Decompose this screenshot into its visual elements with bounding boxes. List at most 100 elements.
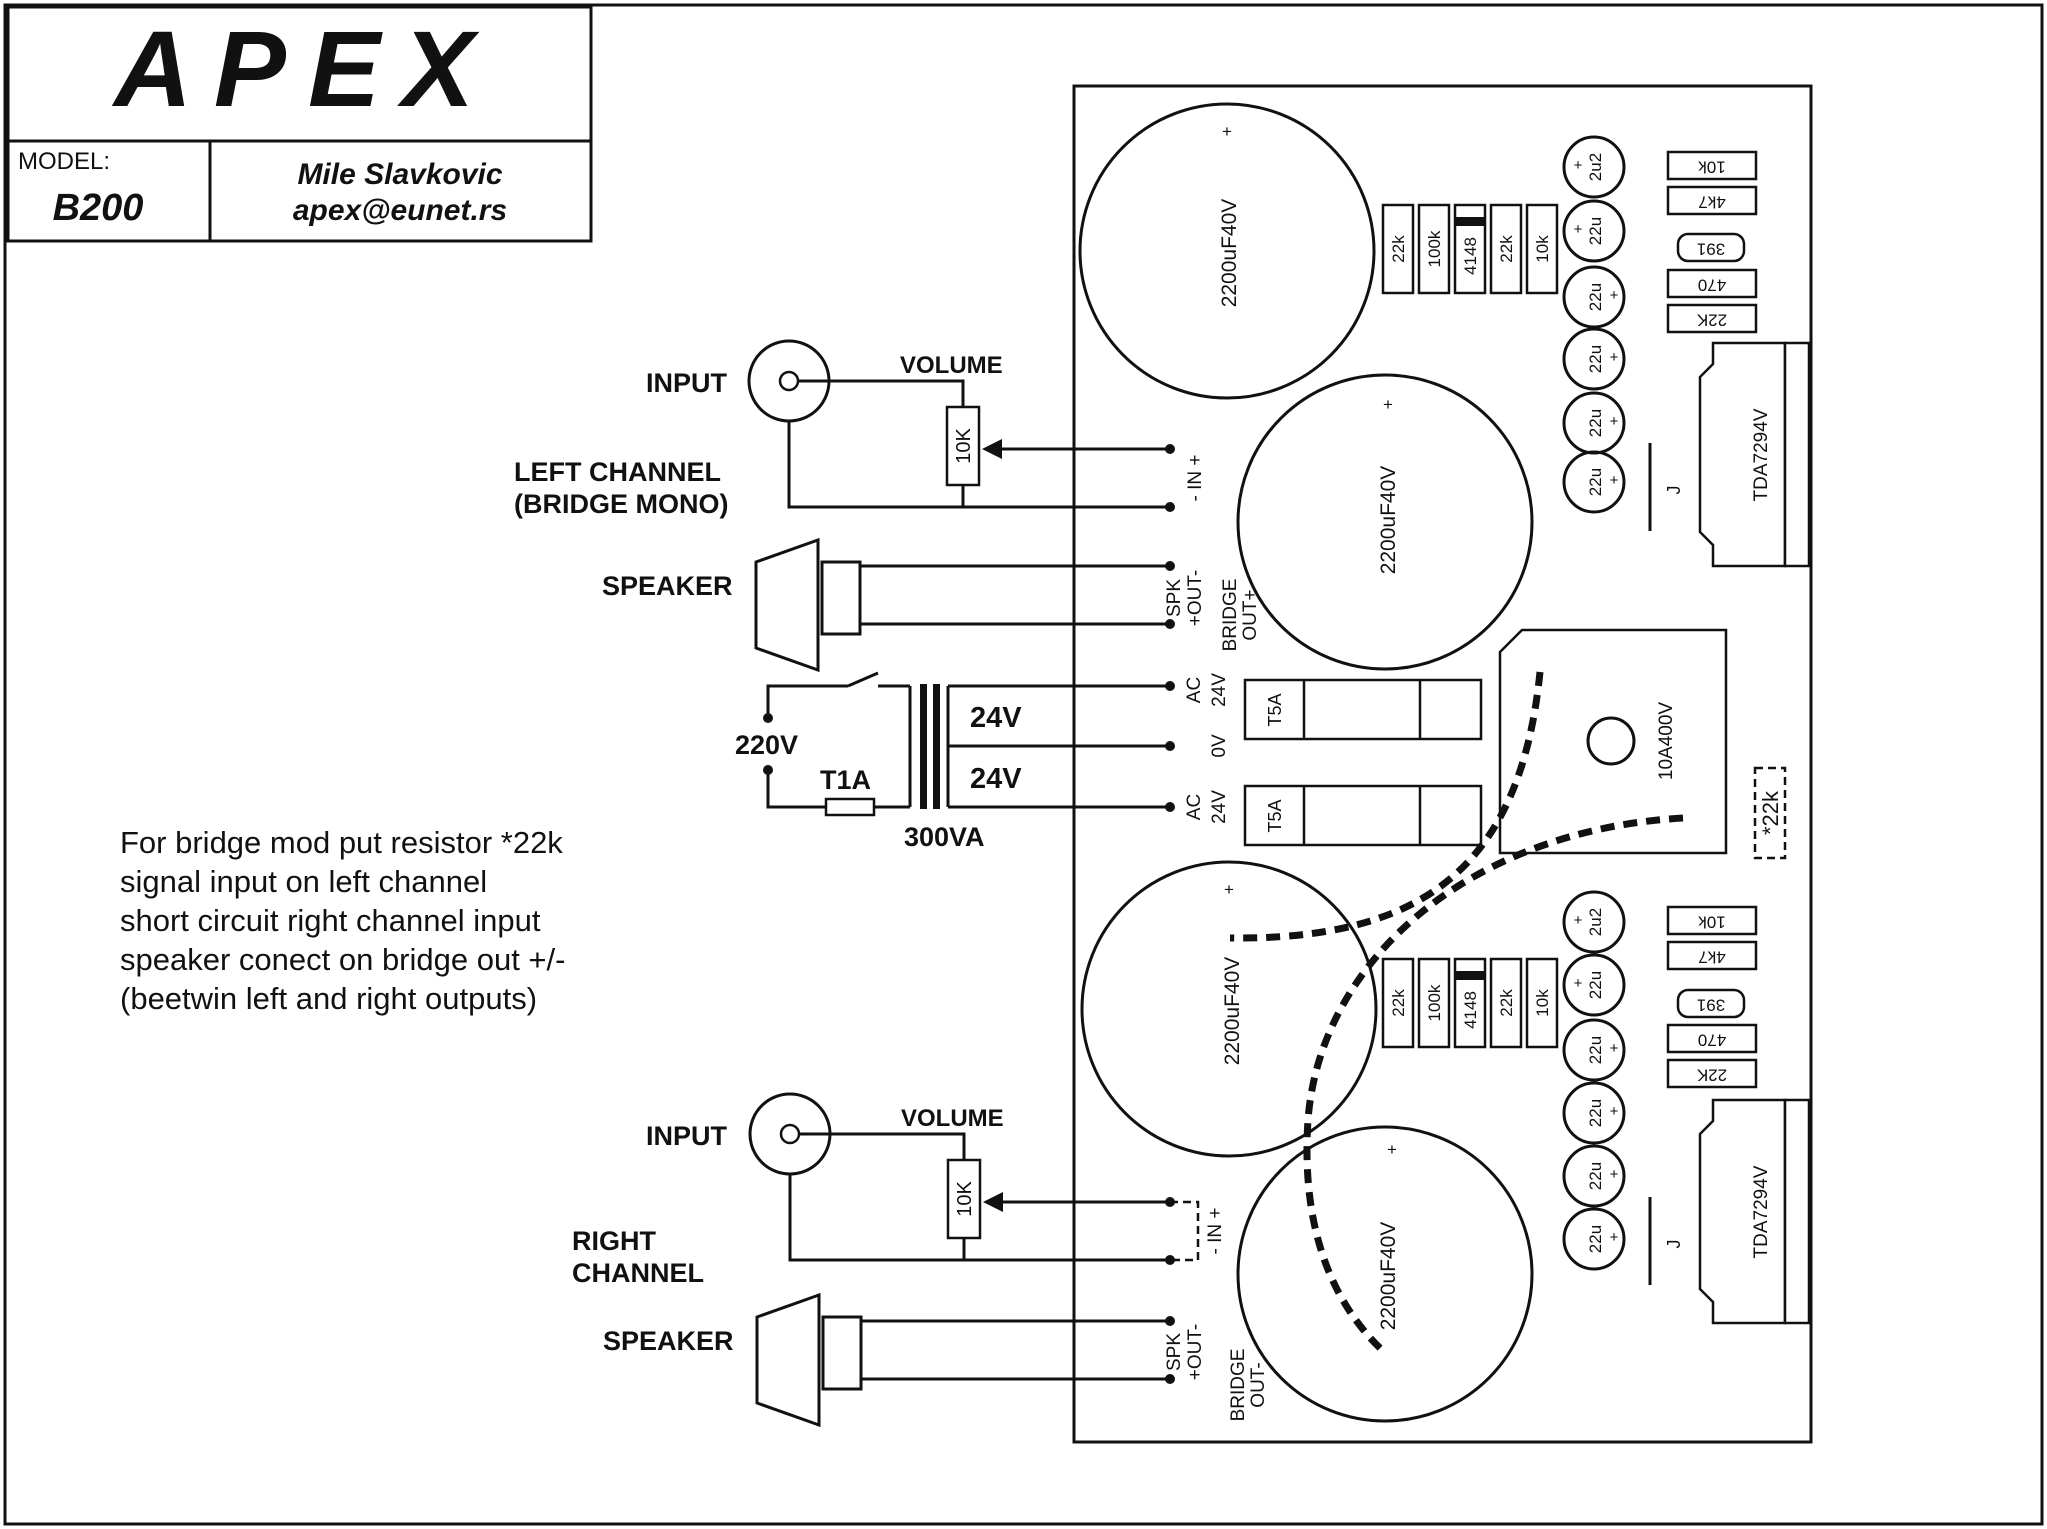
- model-value: B200: [53, 187, 144, 229]
- resistor-label: 10k: [1533, 235, 1552, 263]
- filter-capacitor: [1080, 860, 1378, 1158]
- spk-label: SPK: [1164, 579, 1185, 617]
- capacitor-label: 22u: [1586, 1225, 1605, 1253]
- capacitor-label: 2u2: [1586, 153, 1605, 181]
- jumper-label: J: [1664, 1240, 1684, 1249]
- filter-capacitor: [1236, 373, 1534, 671]
- capacitor-polarity: +: [1574, 157, 1583, 174]
- resistor-label: 4k7: [1698, 948, 1725, 967]
- capacitor-polarity: +: [1610, 1166, 1619, 1183]
- resistor-label: 100k: [1425, 984, 1444, 1021]
- capacitor-label: 2200uF40V: [1218, 199, 1241, 308]
- capacitor-polarity: +: [1610, 349, 1619, 366]
- bridge-mode-resistor: [1753, 766, 1787, 860]
- author-name: Mile Slavkovic: [297, 158, 502, 191]
- mains-fuse: [824, 797, 876, 817]
- t5a-fuse: [1243, 678, 1483, 741]
- resistor-label: 391: [1697, 996, 1725, 1015]
- fuse-label: T1A: [820, 765, 871, 795]
- input-label: INPUT: [646, 1121, 728, 1151]
- brand-logo: APEX: [111, 8, 496, 129]
- volume-potentiometer: [946, 1158, 982, 1240]
- resistor-label: 22k: [1389, 989, 1408, 1017]
- bottom-resistor-bank: 22k 100k 4148 22k 10k: [1381, 957, 1559, 1049]
- resistor-label: 22k: [1497, 235, 1516, 263]
- capacitor-polarity: +: [1610, 287, 1619, 304]
- capacitor-polarity: +: [1387, 1140, 1397, 1159]
- bridge-rectifier: [1498, 628, 1728, 855]
- rectifier-label: 10A400V: [1656, 702, 1677, 781]
- transformer-rating: 300VA: [904, 822, 985, 852]
- capacitor-label: 22u: [1586, 217, 1605, 245]
- bridge-label: BRIDGE: [1220, 579, 1241, 652]
- fuse-label: T5A: [1265, 799, 1285, 832]
- bridge-label: BRIDGE: [1228, 1349, 1249, 1422]
- transformer-core: [920, 684, 927, 809]
- ac-voltage-label: 24V: [1209, 790, 1230, 824]
- bridge-out-label: OUT+: [1240, 589, 1261, 640]
- bottom-small-capacitors: 2u2 + 22u + 22u + 22u + 22u + 22u +: [1562, 890, 1626, 1271]
- pot-value: 10K: [954, 1181, 976, 1217]
- resistor-label: 22K: [1696, 311, 1727, 330]
- note-line: For bridge mod put resistor *22k: [120, 825, 563, 860]
- channel-sublabel: CHANNEL: [572, 1258, 704, 1288]
- fuse-label: T5A: [1265, 693, 1285, 726]
- capacitor-polarity: +: [1610, 472, 1619, 489]
- volume-label: VOLUME: [900, 352, 1003, 379]
- capacitor-polarity: +: [1610, 1103, 1619, 1120]
- channel-sublabel: (BRIDGE MONO): [514, 489, 728, 519]
- channel-label: LEFT CHANNEL: [514, 457, 721, 487]
- power-supply-wiring: 220V T1A 24V 24V 300VA AC 24V 0V AC 24V: [735, 671, 1230, 852]
- pcb-board: 2200uF40V + 2200uF40V + 2200uF40V + 2200…: [1072, 84, 1813, 1444]
- ic-label: TDA7294V: [1751, 1165, 1772, 1258]
- in-terminal-label: - IN +: [1185, 455, 1206, 502]
- pot-value: 10K: [953, 428, 975, 464]
- capacitor-label: 22u: [1586, 345, 1605, 373]
- note-line: (beetwin left and right outputs): [120, 981, 537, 1016]
- capacitor-label: 2200uF40V: [1377, 1222, 1400, 1331]
- outer-frame: [3, 3, 2044, 1526]
- top-amplifier-ic: TDA7294V J: [1648, 341, 1811, 568]
- bridge-wire: [1303, 814, 1684, 1353]
- speaker-icon: [755, 1292, 821, 1428]
- note-line: speaker conect on bridge out +/-: [120, 942, 565, 977]
- power-switch: [847, 671, 879, 688]
- resistor-label: 100k: [1425, 230, 1444, 267]
- diode-label: 4148: [1461, 991, 1480, 1029]
- top-feedback-resistors: 10k 4k7 391 470 22K: [1666, 150, 1758, 334]
- resistor-label: 391: [1697, 240, 1725, 259]
- volume-potentiometer: [945, 405, 981, 487]
- capacitor-polarity: +: [1610, 1040, 1619, 1057]
- note-line: short circuit right channel input: [120, 903, 541, 938]
- bridge-out-label: OUT-: [1248, 1362, 1269, 1407]
- resistor-label: 22k: [1389, 235, 1408, 263]
- capacitor-polarity: +: [1222, 122, 1232, 141]
- out-label: +OUT-: [1185, 1324, 1206, 1380]
- capacitor-label: 2u2: [1586, 908, 1605, 936]
- capacitor-polarity: +: [1610, 413, 1619, 430]
- capacitor-polarity: +: [1383, 395, 1393, 414]
- capacitor-polarity: +: [1574, 912, 1583, 929]
- note-line: signal input on left channel: [120, 864, 487, 899]
- resistor-label: 22K: [1696, 1066, 1727, 1085]
- resistor-label: 10k: [1698, 158, 1726, 177]
- channel-label: RIGHT: [572, 1226, 657, 1256]
- jumper-label: J: [1664, 486, 1684, 495]
- author-email: apex@eunet.rs: [293, 194, 507, 227]
- pcb-outline: [1072, 84, 1813, 1444]
- capacitor-polarity: +: [1574, 221, 1583, 238]
- speaker-label: SPEAKER: [603, 1326, 734, 1356]
- capacitor-label: 22u: [1586, 971, 1605, 999]
- capacitor-polarity: +: [1224, 880, 1234, 899]
- right-channel-wiring: INPUT VOLUME 10K - IN + RIGHT CHANNEL SP…: [572, 1092, 1269, 1428]
- capacitor-label: 22u: [1586, 1162, 1605, 1190]
- resistor-label: 470: [1698, 276, 1726, 295]
- t5a-fuse: [1243, 784, 1483, 847]
- ac-label: AC: [1184, 794, 1205, 820]
- capacitor-label: 2200uF40V: [1221, 957, 1244, 1066]
- top-small-capacitors: 2u2 + 22u + 22u + 22u + 22u + 22u +: [1562, 135, 1626, 514]
- capacitor-label: 22u: [1586, 468, 1605, 496]
- bridge-resistor-label: *22k: [1758, 790, 1783, 835]
- in-terminal-label: - IN +: [1205, 1208, 1226, 1255]
